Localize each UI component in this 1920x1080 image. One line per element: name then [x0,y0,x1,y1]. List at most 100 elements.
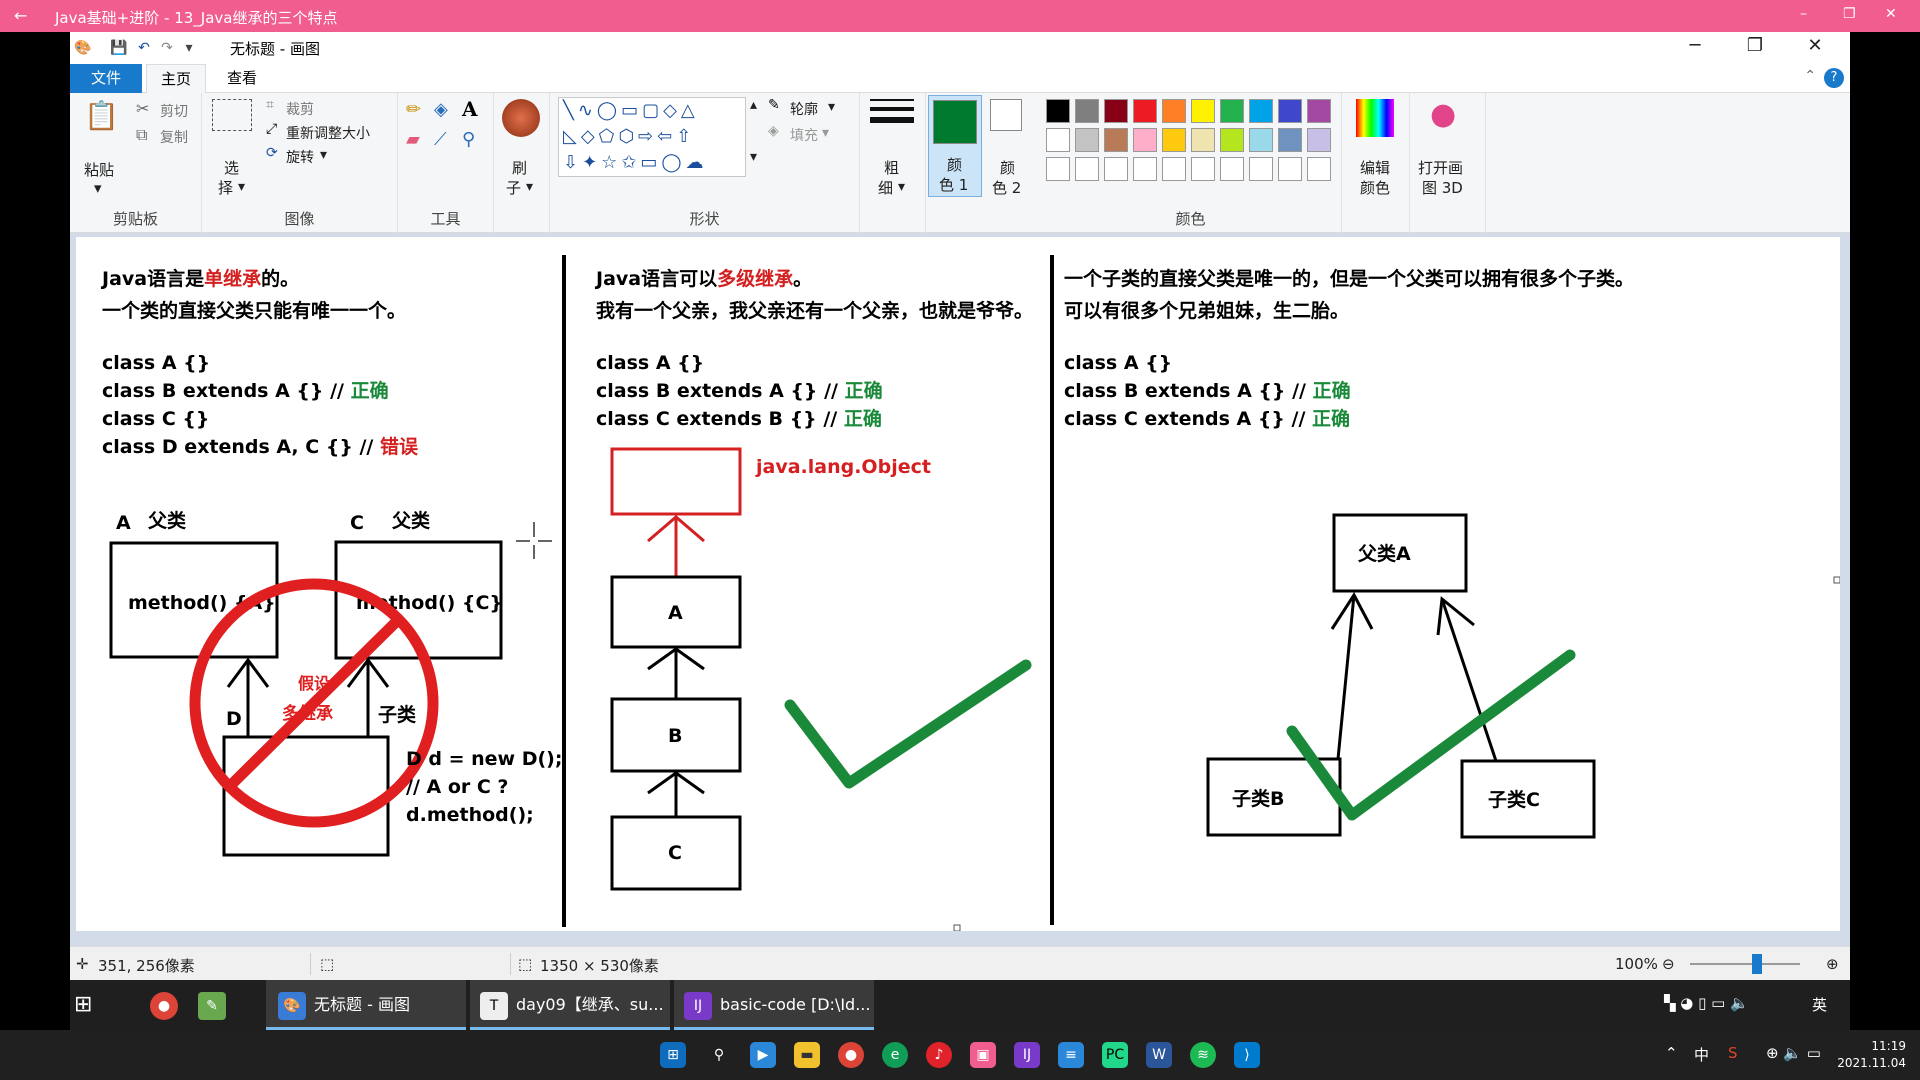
player-close-button[interactable]: ✕ [1885,6,1897,22]
input-language[interactable]: 英 [1812,996,1828,1014]
zoom-out-icon[interactable]: ⊖ [1662,955,1675,973]
palette-swatch[interactable] [1249,157,1273,181]
tray-chevron-icon[interactable]: ⌃ [1665,1044,1678,1062]
palette-swatch[interactable] [1133,128,1157,152]
ime-indicator[interactable]: 中 [1694,1046,1710,1064]
edge-icon[interactable]: e [882,1042,908,1068]
palette-swatch[interactable] [1249,99,1273,123]
text-tool-icon[interactable]: A [462,97,478,121]
notepad-icon[interactable]: ✎ [198,980,234,1030]
palette-swatch[interactable] [1104,99,1128,123]
word-icon[interactable]: W [1146,1042,1172,1068]
undo-icon[interactable]: ↶ [138,40,150,56]
rotate-dropdown-icon[interactable]: ▾ [320,147,328,163]
palette-swatch[interactable] [1191,128,1215,152]
taskbar-paint[interactable]: 🎨无标题 - 画图 [266,980,466,1030]
palette-swatch[interactable] [1307,99,1331,123]
copy-button[interactable]: 复制 [160,130,188,146]
windows-start-icon[interactable]: ⊞ [660,1042,686,1068]
media-player-icon[interactable]: ▶ [750,1042,776,1068]
palette-swatch[interactable] [1191,157,1215,181]
copy-icon[interactable]: ⧉ [136,125,148,144]
vscode-icon[interactable]: ⟩ [1234,1042,1260,1068]
eraser-icon[interactable]: ▰ [406,129,420,150]
paint3d-icon[interactable]: ● [1430,97,1457,132]
help-icon[interactable]: ? [1824,68,1844,88]
resize-handle-right[interactable] [1833,576,1841,584]
palette-swatch[interactable] [1191,99,1215,123]
system-clock[interactable]: 11:19 2021.11.04 [1837,1038,1906,1072]
palette-swatch[interactable] [1075,99,1099,123]
palette-swatch[interactable] [1278,157,1302,181]
minimize-button[interactable]: ─ [1689,35,1701,56]
player-minimize-button[interactable]: – [1800,6,1807,22]
shapes-gallery[interactable]: ╲∿◯▭▢◇△◺◇⬠⬡⇨⇦⇧⇩✦☆✩▭◯☁ [558,97,746,177]
fill-icon[interactable]: ◈ [768,123,779,139]
pencil-icon[interactable]: ✏ [406,99,422,120]
magnifier-icon[interactable]: ⚲ [462,129,476,150]
size-button[interactable]: 粗 [884,159,900,177]
zoom-slider-track[interactable] [1690,963,1800,965]
palette-swatch[interactable] [1133,157,1157,181]
fill-bucket-icon[interactable]: ◈ [434,99,448,120]
edit-colors-button-line2[interactable]: 颜色 [1360,179,1391,197]
customize-toolbar-icon[interactable]: ▾ [185,40,193,56]
palette-swatch[interactable] [1104,157,1128,181]
rotate-button[interactable]: 旋转 [286,150,314,166]
file-explorer-icon[interactable]: ▬ [794,1042,820,1068]
palette-swatch[interactable] [1162,99,1186,123]
palette-swatch[interactable] [1307,128,1331,152]
palette-swatch[interactable] [1075,157,1099,181]
resize-button[interactable]: 重新调整大小 [286,126,370,142]
shapes-scroll-up-icon[interactable]: ▴ [750,97,758,113]
size-dropdown-icon[interactable]: ▾ [898,179,906,195]
palette-swatch[interactable] [1220,157,1244,181]
cut-icon[interactable]: ✂ [136,99,150,118]
resize-icon[interactable]: ⤢ [266,121,278,137]
back-arrow-icon[interactable]: ← [14,6,28,25]
intellij-icon-2[interactable]: IJ [1014,1042,1040,1068]
outline-icon[interactable]: ✎ [768,97,780,113]
select-dropdown-icon[interactable]: ▾ [238,179,246,195]
outline-button[interactable]: 轮廓 [790,102,818,118]
size-button-line2[interactable]: 细 [878,179,894,197]
drawing-canvas[interactable]: Java语言是单继承的。 一个类的直接父类只能有唯一一个。 class A {}… [76,237,1841,932]
paste-button[interactable]: 粘贴 [84,161,115,179]
player-restore-button[interactable]: ❐ [1843,6,1856,22]
palette-swatch[interactable] [1075,128,1099,152]
fill-button[interactable]: 填充 [790,128,818,144]
outline-dropdown-icon[interactable]: ▾ [828,99,836,115]
brushes-dropdown-icon[interactable]: ▾ [526,179,534,195]
palette-swatch[interactable] [1220,128,1244,152]
palette-swatch[interactable] [1162,157,1186,181]
select-button[interactable]: 选 [224,159,240,177]
redo-icon[interactable]: ↷ [161,40,173,56]
paste-icon[interactable]: 📋 [84,99,119,132]
palette-swatch[interactable] [1249,128,1273,152]
palette-swatch[interactable] [1162,128,1186,152]
pycharm-icon[interactable]: PC [1102,1042,1128,1068]
palette-swatch[interactable] [1133,99,1157,123]
rotate-icon[interactable]: ⟳ [266,145,278,161]
search-icon[interactable]: ⚲ [713,1047,725,1063]
open-paint3d-button[interactable]: 打开画 [1418,159,1464,177]
palette-swatch[interactable] [1278,128,1302,152]
brushes-button-line2[interactable]: 子 [506,179,522,197]
notes-icon[interactable]: ≡ [1058,1042,1084,1068]
edit-colors-icon[interactable] [1356,99,1394,137]
paste-dropdown-icon[interactable]: ▾ [94,179,102,197]
select-icon[interactable] [212,99,252,131]
crop-button[interactable]: 裁剪 [286,102,314,118]
network-volume-battery-icons[interactable]: ⊕ 🔈 ▭ [1766,1044,1821,1062]
palette-swatch[interactable] [1104,128,1128,152]
crop-icon[interactable]: ⌗ [266,97,274,113]
palette-swatch[interactable] [1307,157,1331,181]
color-picker-icon[interactable]: ⟋ [434,129,447,150]
chrome-icon[interactable]: ● [150,980,186,1030]
palette-swatch[interactable] [1220,99,1244,123]
palette-swatch[interactable] [1278,99,1302,123]
palette-swatch[interactable] [1046,99,1070,123]
maximize-button[interactable]: ❐ [1746,35,1764,56]
